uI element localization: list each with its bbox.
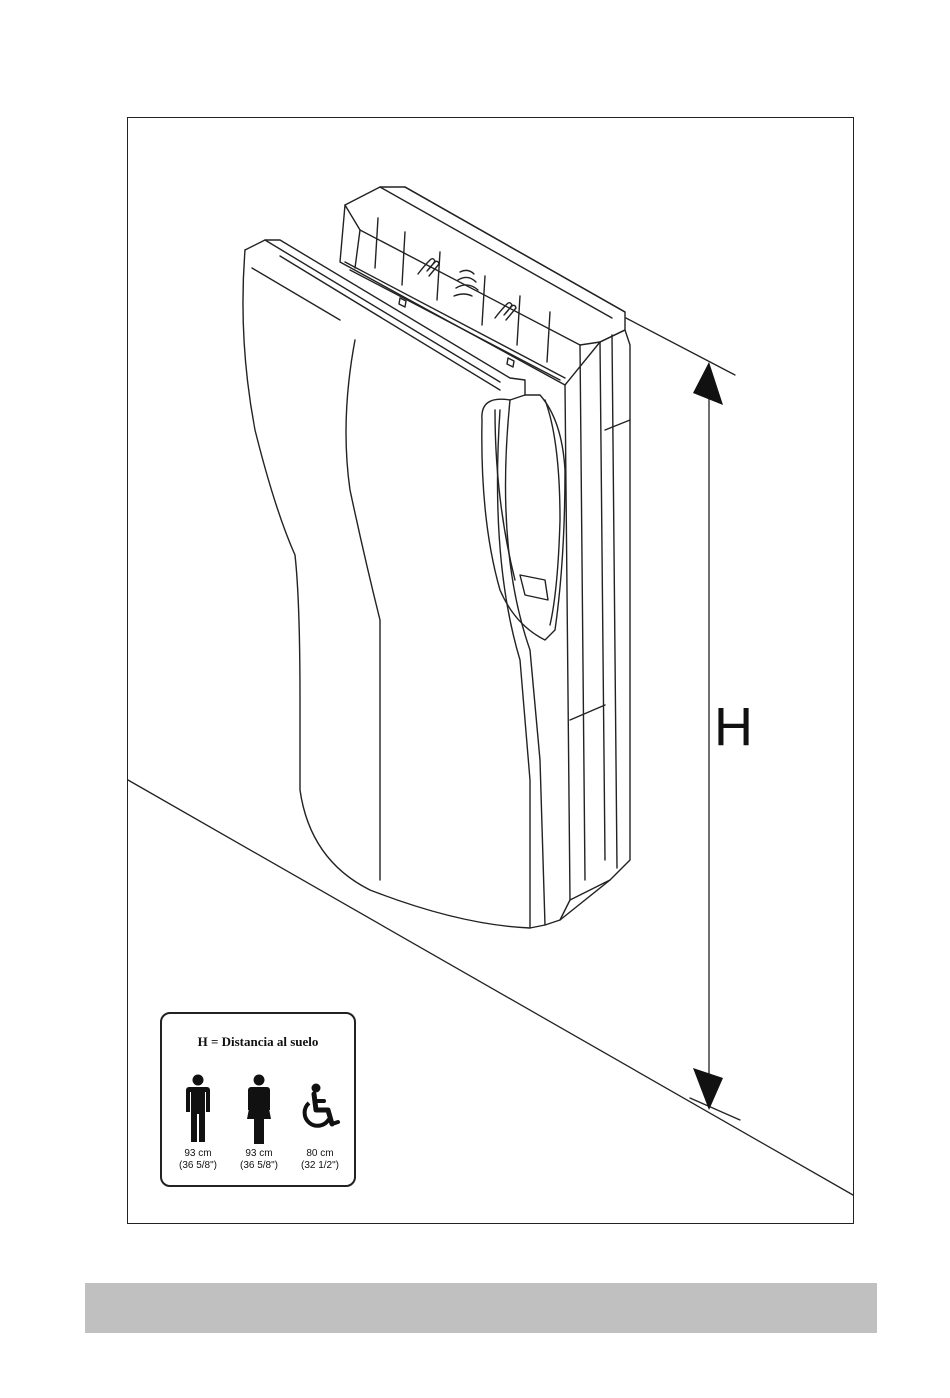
legend-wheelchair-inches: (32 1/2") [290,1160,350,1172]
height-dimension-label: H [714,700,753,754]
man-icon [183,1074,213,1144]
legend-man-cm: 93 cm [168,1148,228,1160]
footer-bar [85,1283,877,1333]
legend-item-wheelchair: 80 cm (32 1/2") [290,1074,350,1172]
legend-item-woman: 93 cm (36 5/8") [229,1074,289,1172]
legend-title: H = Distancia al suelo [162,1034,354,1050]
woman-icon [244,1074,274,1144]
legend-man-inches: (36 5/8") [168,1160,228,1172]
legend-woman-inches: (36 5/8") [229,1160,289,1172]
height-legend-box: H = Distancia al suelo 93 cm (36 5/8") 9… [160,1012,356,1187]
legend-woman-cm: 93 cm [229,1148,289,1160]
legend-wheelchair-cm: 80 cm [290,1148,350,1160]
legend-item-man: 93 cm (36 5/8") [168,1074,228,1172]
wheelchair-icon [296,1074,344,1144]
